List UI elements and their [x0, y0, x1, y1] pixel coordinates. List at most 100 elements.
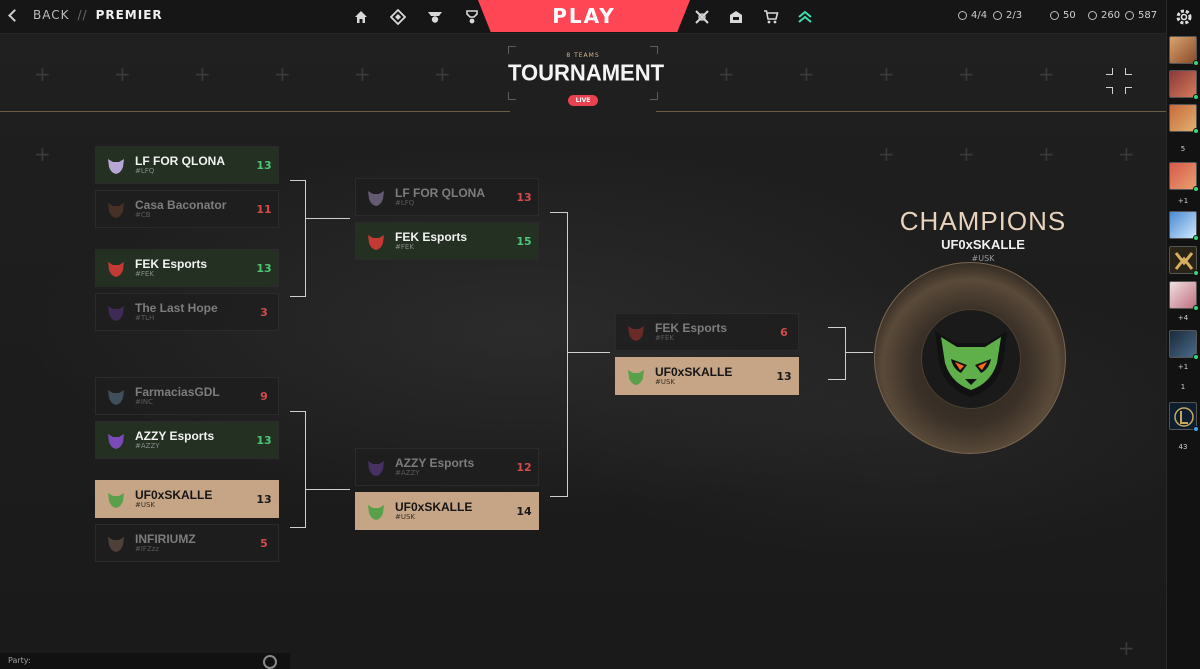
store-icon[interactable] [763, 9, 779, 25]
team-tag: #INC [135, 397, 154, 406]
kingdom-credits[interactable]: 587 [1125, 10, 1157, 21]
header-divider-right [656, 111, 1166, 112]
team-name: LF FOR QLONA [135, 153, 225, 168]
team-name: FEK Esports [395, 229, 468, 244]
queue-count-value: 2/3 [1006, 10, 1023, 21]
agents-icon[interactable] [427, 9, 443, 25]
team-logo-icon [625, 321, 647, 343]
party-member-count: 1 [1180, 383, 1186, 391]
team-score: 14 [516, 504, 532, 518]
team-score: 13 [256, 433, 272, 447]
page-title: TOURNAMENT [508, 59, 665, 86]
friend-avatar[interactable] [1169, 246, 1199, 276]
queue-count: 2/3 [993, 10, 1022, 21]
friend-avatar[interactable] [1169, 211, 1199, 241]
party-count-icon [958, 11, 967, 20]
champion-team-name: UF0xSKALLE [941, 237, 1025, 252]
team-logo-icon [365, 186, 387, 208]
friend-avatar[interactable] [1169, 162, 1199, 192]
valorant-points[interactable]: 50 [1050, 10, 1076, 21]
breadcrumb-section: PREMIER [95, 8, 163, 22]
team-count-label: 8 TEAMS [566, 52, 600, 59]
valorant-points-icon [1050, 11, 1059, 20]
team-logo-icon [365, 500, 387, 522]
friend-avatar[interactable] [1169, 70, 1199, 100]
team-tag: #FEK [135, 269, 154, 278]
team-logo-icon [365, 230, 387, 252]
team-tag: #AZZY [395, 468, 420, 477]
friend-avatar[interactable] [1169, 402, 1199, 432]
friend-avatar[interactable] [1169, 104, 1199, 134]
team-name: AZZY Esports [395, 455, 475, 470]
party-count-value: 4/4 [971, 10, 988, 21]
friend-avatar[interactable] [1169, 330, 1199, 360]
team-logo-icon [365, 456, 387, 478]
team-tag: #FEK [395, 242, 414, 251]
battlepass-icon[interactable] [728, 9, 744, 25]
friend-avatar[interactable] [1169, 281, 1199, 311]
esports-icon[interactable] [694, 9, 710, 25]
team-score: 13 [776, 369, 792, 383]
premier-icon[interactable] [797, 9, 813, 25]
kingdom-credits-value: 587 [1138, 10, 1158, 21]
team-name: AZZY Esports [135, 428, 215, 443]
team-logo-icon [625, 365, 647, 387]
team-tag: #USK [395, 512, 416, 521]
team-tag: #FEK [655, 333, 674, 342]
team-logo-icon [105, 385, 127, 407]
team-score: 5 [260, 536, 268, 550]
team-name: FEK Esports [655, 320, 728, 335]
team-name: UF0xSKALLE [395, 499, 473, 514]
radianite-points[interactable]: 260 [1088, 10, 1120, 21]
party-count: 4/4 [958, 10, 987, 21]
collection-icon[interactable] [464, 9, 480, 25]
team-score: 11 [256, 202, 272, 216]
bracket-team-card[interactable]: UF0xSKALLE#USK 14 [355, 492, 539, 530]
team-name: FarmaciasGDL [135, 384, 220, 399]
team-tag: #LFQ [135, 166, 155, 175]
play-button[interactable]: PLAY [478, 0, 690, 32]
bracket-team-card[interactable]: LF FOR QLONA#LFQ 13 [95, 146, 279, 184]
team-logo-icon [105, 488, 127, 510]
team-name: Casa Baconator [135, 197, 227, 212]
team-name: LF FOR QLONA [395, 185, 485, 200]
bracket-team-card[interactable]: UF0xSKALLE#USK 13 [615, 357, 799, 395]
fullscreen-icon[interactable] [1106, 68, 1132, 94]
team-logo-icon [105, 301, 127, 323]
party-member-count: 43 [1178, 443, 1188, 451]
tournament-header: 8 TEAMS TOURNAMENT LIVE [508, 46, 665, 106]
home-icon[interactable] [353, 9, 369, 25]
bracket-team-card[interactable]: AZZY Esports#AZZY 12 [355, 448, 539, 486]
party-chat-icon[interactable] [263, 655, 277, 669]
chevron-left-icon [8, 8, 21, 22]
team-name: FEK Esports [135, 256, 208, 271]
team-name: UF0xSKALLE [135, 487, 213, 502]
team-tag: #USK [655, 377, 676, 386]
team-name: The Last Hope [135, 300, 218, 315]
gear-icon[interactable] [1174, 7, 1194, 27]
friend-avatar[interactable] [1169, 36, 1199, 66]
career-icon[interactable] [389, 8, 407, 26]
radianite-icon [1088, 11, 1097, 20]
team-name: INFIRIUMZ [135, 531, 196, 546]
team-name: UF0xSKALLE [655, 364, 733, 379]
back-button[interactable]: BACK // PREMIER [8, 8, 163, 22]
party-member-count: +4 [1177, 314, 1189, 322]
champion-team-tag: #USK [971, 254, 995, 263]
team-logo-icon [105, 257, 127, 279]
team-score: 13 [256, 158, 272, 172]
champion-team-logo [925, 313, 1017, 405]
team-score: 3 [260, 305, 268, 319]
team-tag: #LFQ [395, 198, 415, 207]
team-score: 12 [516, 460, 532, 474]
